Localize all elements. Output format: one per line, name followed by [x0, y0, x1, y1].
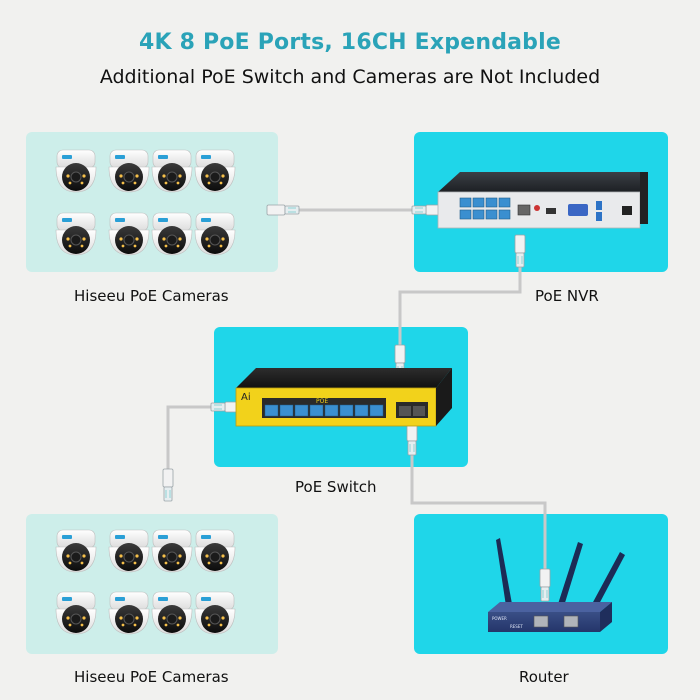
camera-icon — [108, 212, 150, 256]
rj45-plug-icon — [514, 234, 526, 268]
router-power-label: POWER — [492, 616, 507, 621]
camera-group-top — [55, 149, 236, 256]
camera-icon — [194, 529, 236, 573]
camera-icon — [151, 212, 193, 256]
rj45-plug-icon — [162, 468, 174, 502]
caption-nvr: PoE NVR — [535, 287, 599, 305]
camera-icon — [151, 149, 193, 193]
camera-group-bottom — [55, 529, 236, 635]
camera-icon — [108, 149, 150, 193]
diagram-subtitle: Additional PoE Switch and Cameras are No… — [99, 66, 601, 88]
antenna-icon — [558, 542, 583, 606]
rj45-plug-icon — [539, 568, 551, 602]
camera-icon — [55, 212, 97, 256]
camera-icon — [151, 591, 193, 635]
caption-cameras-bottom: Hiseeu PoE Cameras — [74, 668, 229, 686]
router-device — [488, 538, 625, 632]
camera-icon — [55, 529, 97, 573]
router-reset-label: RESET — [510, 624, 523, 629]
rj45-plug-icon — [406, 422, 418, 456]
rj45-plug-icon — [266, 204, 300, 216]
antenna-icon — [592, 552, 625, 606]
camera-icon — [108, 591, 150, 635]
poe-switch-device — [235, 368, 452, 427]
caption-switch: PoE Switch — [295, 478, 377, 496]
cable-nvr-to-switch — [398, 250, 522, 348]
caption-router: Router — [519, 668, 569, 686]
camera-icon — [194, 149, 236, 193]
nvr-device — [437, 172, 648, 229]
switch-uplink-label: UPLINK — [398, 397, 417, 403]
camera-icon — [151, 529, 193, 573]
switch-poe-label: POE — [316, 398, 328, 405]
antenna-icon — [496, 538, 512, 606]
camera-icon — [194, 212, 236, 256]
camera-icon — [55, 149, 97, 193]
cable-switch-to-router — [410, 435, 547, 600]
caption-cameras-top: Hiseeu PoE Cameras — [74, 287, 229, 305]
diagram-title: 4K 8 PoE Ports, 16CH Expendable — [138, 30, 561, 55]
cable-switch-to-cameras — [166, 405, 226, 470]
camera-icon — [194, 591, 236, 635]
camera-icon — [108, 529, 150, 573]
switch-brand-label: Ai — [241, 392, 251, 403]
camera-icon — [55, 591, 97, 635]
